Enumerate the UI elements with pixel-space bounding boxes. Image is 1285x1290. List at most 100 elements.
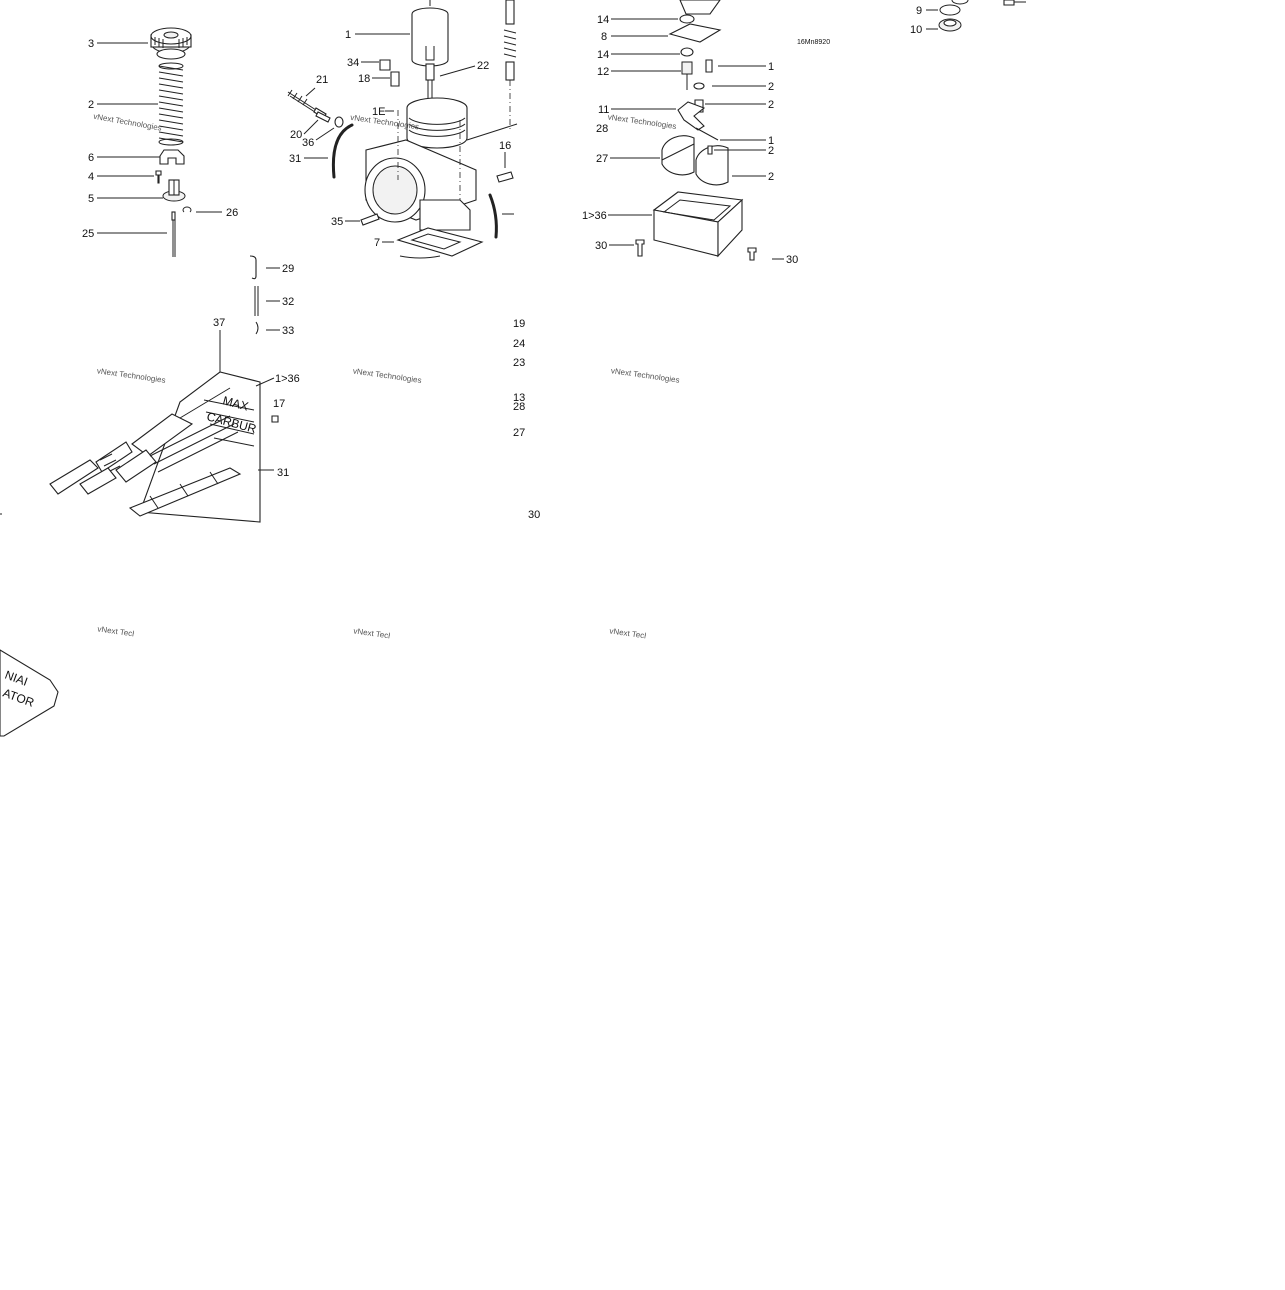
callout-label: 37 — [213, 317, 225, 329]
watermark-text: vNext Technologies — [607, 112, 677, 131]
socket-tool — [79, 415, 239, 495]
callout-label: 21 — [316, 74, 328, 86]
float-left-part — [661, 135, 695, 176]
callout-label: 17 — [273, 398, 285, 410]
float-arm-part — [677, 101, 706, 131]
jet-34-part — [379, 59, 391, 71]
o-ring-14b-part — [680, 47, 694, 57]
vent-hose-right-part — [488, 193, 498, 239]
screw-35-part — [360, 213, 380, 226]
callout-label: 12 — [597, 66, 609, 78]
callout-label: 2 — [88, 99, 94, 111]
callout-label-cut: 1 — [768, 61, 774, 73]
callouts-tile-3: 14 8 14 12 11 28 27 1>36 30 30 1 2 2 — [582, 14, 798, 266]
callout-label: 14 — [597, 49, 609, 61]
callout-label: 28 — [596, 123, 608, 135]
callout-label: 25 — [82, 228, 94, 240]
callout-label: 27 — [513, 427, 525, 439]
float-bowl-part — [652, 191, 744, 258]
jet-needle-part — [171, 211, 176, 257]
callout-label: 20 — [290, 129, 302, 141]
callout-label: 1 — [345, 29, 351, 41]
callout-label: 22 — [477, 60, 489, 72]
drawing-code: 16Mn8920 — [797, 39, 830, 46]
callout-label: 8 — [601, 31, 607, 43]
callout-label: 18 — [358, 73, 370, 85]
svg-text:MAX: MAX — [221, 393, 250, 413]
callout-label: 35 — [331, 216, 343, 228]
callout-label: 27 — [596, 153, 608, 165]
screw-17-part — [271, 415, 279, 423]
spring-part — [158, 62, 184, 146]
jet-18-part — [390, 71, 400, 87]
callout-label: 7 — [374, 237, 380, 249]
callout-label: 32 — [282, 296, 294, 308]
part-29 — [249, 255, 257, 280]
top-cap-part — [150, 27, 192, 60]
tile-carburetor-body: 1 34 18 21 22 1E 20 36 31 16 35 7 — [287, 0, 518, 259]
screw-16-part — [496, 171, 514, 183]
needle-valve-part — [681, 61, 693, 90]
o-ring-36-part — [334, 116, 344, 128]
screw-float-part — [707, 145, 713, 155]
callout-label: 36 — [302, 137, 314, 149]
callout-label: 11 — [598, 104, 609, 116]
o-ring-14-part — [679, 14, 695, 24]
callout-label-cut: 2 — [768, 171, 774, 183]
plug-10-part — [938, 18, 962, 32]
callout-label: 14 — [597, 14, 609, 26]
part-32 — [254, 286, 259, 316]
callout-label-cut: 1 — [768, 135, 774, 147]
watermark-text: vNext Technologies — [97, 624, 167, 643]
callout-label: 5 — [88, 193, 94, 205]
tile-jet-needle-parts: 3 2 6 4 5 26 25 — [82, 27, 238, 257]
callout-label-cut: 2 — [768, 81, 774, 93]
float-right-part — [695, 145, 729, 186]
watermark-text: vNext Technologies — [96, 366, 166, 385]
float-pin-part — [695, 127, 719, 141]
callout-label: 1>36 — [582, 210, 607, 222]
gasket-part — [396, 227, 484, 259]
callout-label: 28 — [513, 401, 525, 413]
tile-tool-kit: MAX CARBUR 29 32 33 37 — [49, 255, 300, 523]
needle-holder-part — [162, 179, 186, 202]
watermark-text: vNext Technologies — [353, 626, 423, 645]
tile-far-right: 9 10 — [910, 0, 1026, 36]
callout-label: 30 — [786, 254, 798, 266]
throttle-slide-part — [411, 0, 449, 67]
callouts-tile-1: 3 2 6 4 5 26 25 — [82, 38, 238, 240]
watermark-text: vNext Technologies — [352, 366, 422, 385]
callout-label-cut: 2 — [768, 99, 774, 111]
part-33 — [255, 321, 259, 335]
callouts-tile-2: 1 34 18 21 22 1E 20 36 31 16 35 7 — [289, 29, 514, 249]
callout-label: 1E — [372, 106, 385, 118]
callout-label: 26 — [226, 207, 238, 219]
callout-label: 31 — [289, 153, 301, 165]
vent-hose-part — [331, 123, 354, 179]
top-plate-part — [679, 0, 721, 15]
callout-label: 4 — [88, 171, 94, 183]
jet-13-part — [705, 59, 713, 73]
plate-8-part — [668, 23, 722, 43]
washer-part — [693, 82, 705, 90]
bowl-screw-part — [747, 247, 757, 261]
callout-label: 29 — [282, 263, 294, 275]
callout-label: 23 — [513, 357, 525, 369]
tile-lower-left-fragment: NIAI ATOR — [0, 513, 59, 737]
watermark-text: vNext Technologies — [609, 626, 679, 645]
bowl-screw-part — [635, 239, 645, 257]
screwdriver-tool — [49, 387, 231, 495]
o-ring-9-part — [939, 4, 961, 16]
callout-label: 31 — [277, 467, 289, 479]
callout-label: 3 — [88, 38, 94, 50]
idle-spring-part — [315, 111, 331, 123]
callout-label: 6 — [88, 152, 94, 164]
pilot-jet-stack-part — [503, 0, 517, 130]
callout-label: 10 — [910, 24, 922, 36]
callout-label: 19 — [513, 318, 525, 330]
callout-label: 33 — [282, 325, 294, 337]
callout-label: 9 — [916, 5, 922, 17]
callout-label: 16 — [499, 140, 511, 152]
watermark-text: vNext Technologies — [93, 112, 163, 133]
